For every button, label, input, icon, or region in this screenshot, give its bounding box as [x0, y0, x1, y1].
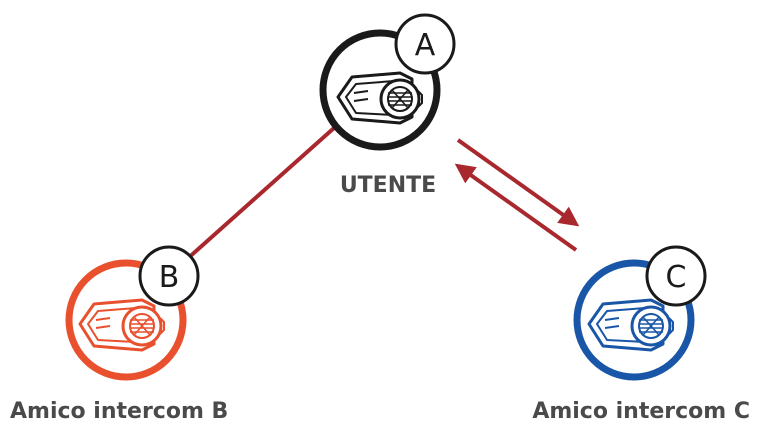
- arrow-c-to-a: [454, 163, 578, 252]
- node-user: A UTENTE: [319, 13, 456, 198]
- node-friend-c-badge: [645, 245, 707, 307]
- node-friend-b-badge: [138, 245, 200, 307]
- node-user-badge-letter: A: [415, 28, 436, 63]
- node-friend-b-badge-letter: B: [159, 260, 180, 295]
- node-user-label: UTENTE: [340, 173, 436, 198]
- node-friend-c-badge-letter: C: [666, 260, 687, 295]
- arrow-a-to-c: [456, 138, 580, 227]
- node-friend-b-label: Amico intercom B: [10, 399, 228, 422]
- node-friend-c: C Amico intercom C: [532, 245, 750, 422]
- node-user-badge: [394, 13, 456, 75]
- node-friend-b: B Amico intercom B: [10, 245, 228, 422]
- connection-line-a-b: [184, 126, 336, 262]
- node-friend-c-label: Amico intercom C: [532, 399, 750, 422]
